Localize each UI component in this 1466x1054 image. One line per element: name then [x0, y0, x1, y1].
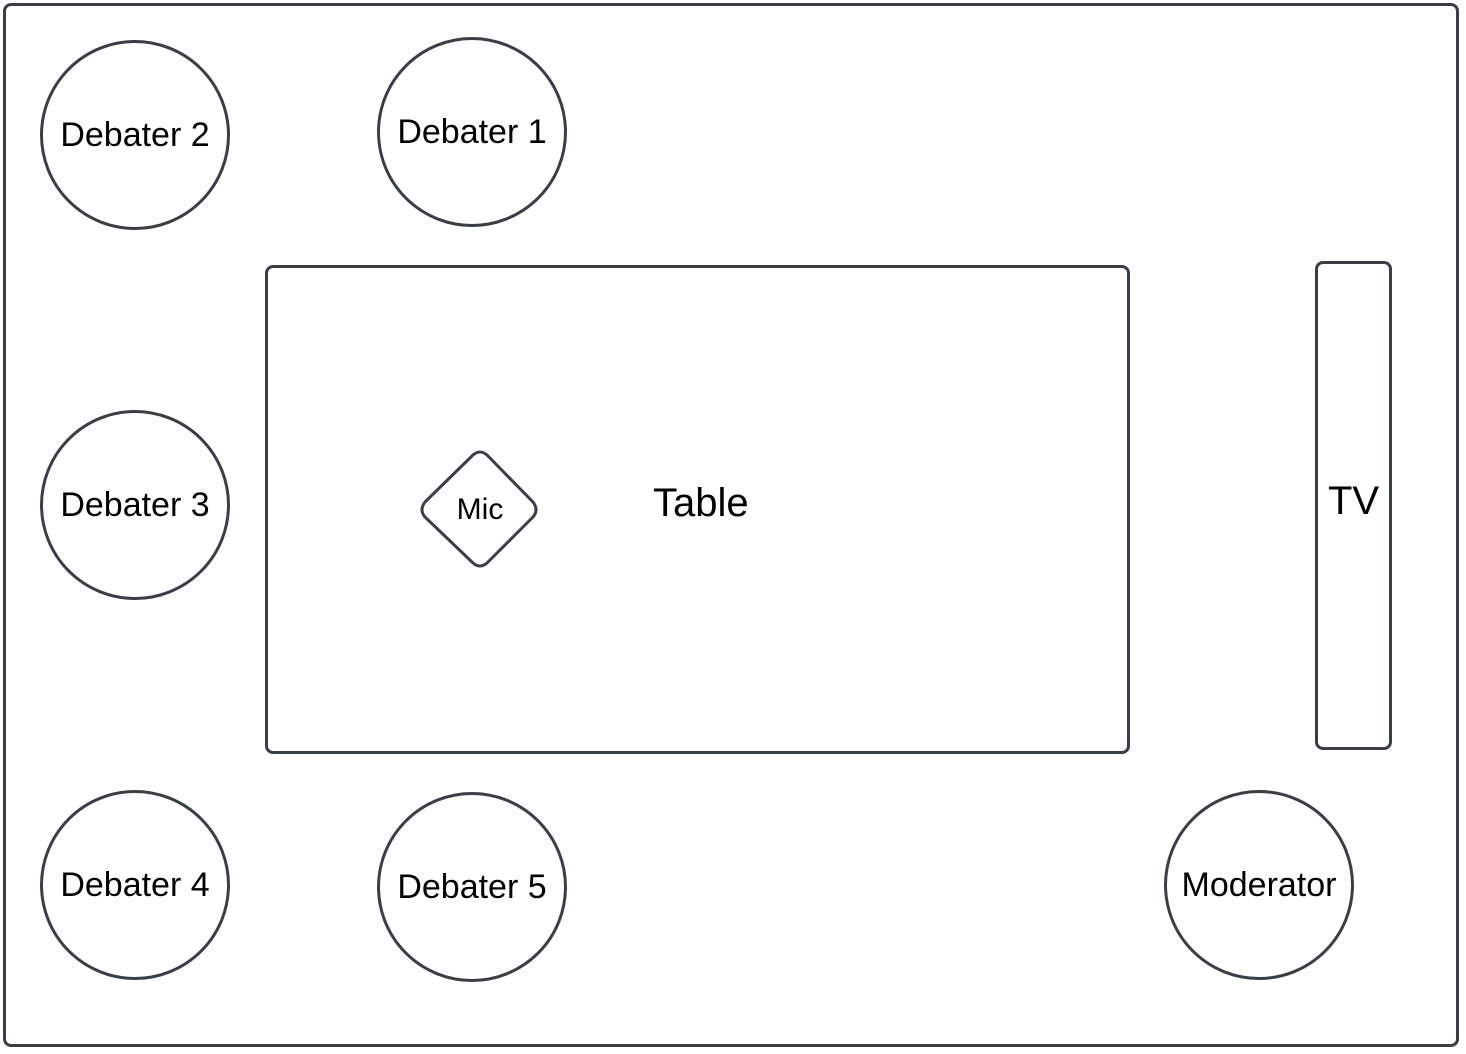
room-outline — [3, 3, 1459, 1047]
seat-debater-3: Debater 3 — [40, 410, 230, 600]
moderator-label: Moderator — [1181, 865, 1337, 904]
seat-debater-2: Debater 2 — [40, 40, 230, 230]
seat-moderator: Moderator — [1164, 790, 1354, 980]
table-label: Table — [653, 481, 749, 525]
tv-label: TV — [1327, 479, 1380, 523]
tv-shape: TV — [1315, 261, 1392, 750]
table-shape: Mic Table — [265, 265, 1130, 754]
seat-debater-5: Debater 5 — [377, 792, 567, 982]
seat-debater-4: Debater 4 — [40, 790, 230, 980]
debater-2-label: Debater 2 — [60, 115, 210, 154]
mic-diamond-icon — [420, 450, 538, 568]
debater-5-label: Debater 5 — [397, 867, 547, 906]
mic-label: Mic — [456, 493, 504, 526]
debater-1-label: Debater 1 — [397, 112, 547, 151]
debater-3-label: Debater 3 — [60, 485, 210, 524]
seat-debater-1: Debater 1 — [377, 37, 567, 227]
mic-diamond: Mic — [415, 445, 545, 575]
debater-4-label: Debater 4 — [60, 865, 210, 904]
